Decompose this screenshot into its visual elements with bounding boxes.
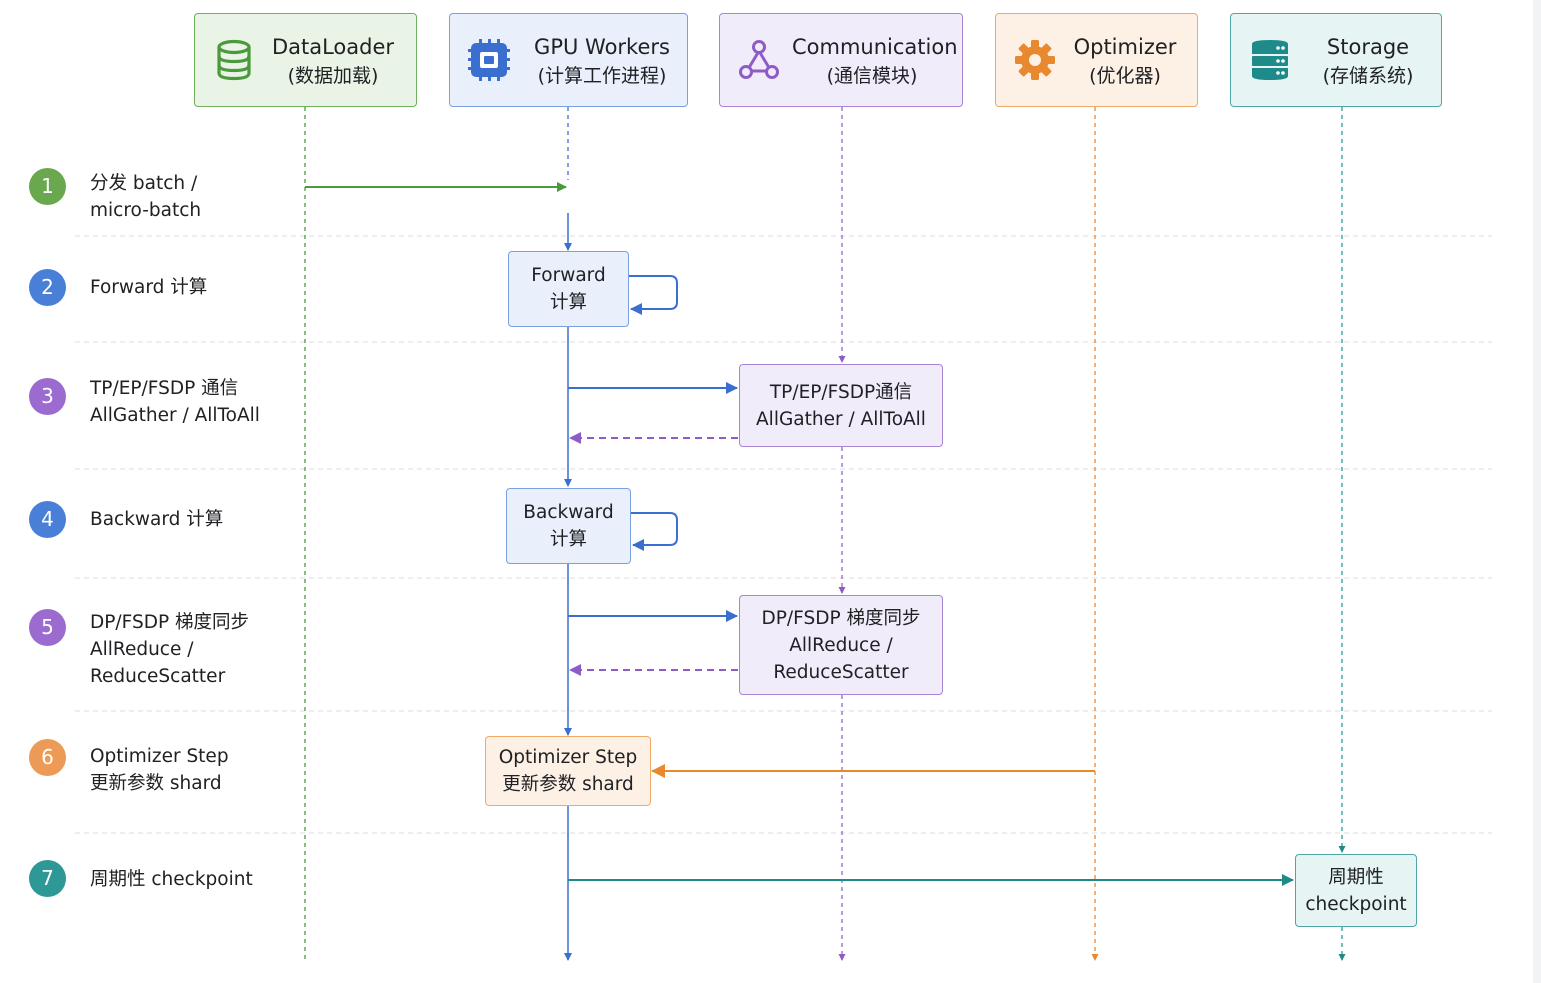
actor-subtitle: (数据加载) [287, 65, 379, 87]
gpu-chip-icon [468, 39, 510, 81]
actor-name: DataLoader [271, 35, 395, 59]
step-number-1: 1 [29, 168, 66, 205]
box-line: AllGather / AllToAll [756, 408, 926, 430]
step-number-7: 7 [29, 860, 66, 897]
step-label-line: Forward 计算 [90, 277, 208, 298]
box-line: ReduceScatter [773, 661, 909, 683]
actor-name: GPU Workers [534, 35, 670, 59]
box-line: 周期性 [1328, 866, 1384, 888]
actor-storage: Storage (存储系统) [1230, 13, 1442, 107]
step-label-line: Optimizer Step [90, 746, 229, 767]
step-number-2: 2 [29, 269, 66, 306]
step-number-3: 3 [29, 378, 66, 415]
step-label-4: Backward 计算 [90, 506, 223, 533]
box-line: 更新参数 shard [502, 774, 634, 795]
actor-communication: Communication (通信模块) [719, 13, 963, 107]
comm-dp-box: DP/FSDP 梯度同步 AllReduce / ReduceScatter [739, 595, 943, 695]
step-label-1: 分发 batch / micro-batch [90, 170, 201, 224]
actor-subtitle: (通信模块) [826, 65, 918, 87]
page-edge-strip [1533, 0, 1541, 983]
box-line: Optimizer Step [498, 747, 638, 768]
step-label-line: 分发 batch / [90, 173, 198, 194]
arrow-backward-self-loop [631, 512, 678, 551]
actor-name: Storage [1326, 35, 1410, 59]
backward-compute-box: Backward 计算 [506, 488, 631, 564]
box-line: Backward [523, 502, 614, 523]
box-line: Forward [531, 265, 606, 286]
comm-tp-box: TP/EP/FSDP通信 AllGather / AllToAll [739, 364, 943, 447]
step-label-5: DP/FSDP 梯度同步 AllReduce / ReduceScatter [90, 609, 249, 690]
step-label-7: 周期性 checkpoint [90, 866, 253, 893]
step-label-3: TP/EP/FSDP 通信 AllGather / AllToAll [90, 375, 260, 429]
database-icon [217, 39, 251, 81]
network-nodes-icon [739, 40, 779, 79]
arrow-forward-self-loop [629, 275, 678, 315]
actor-subtitle: (优化器) [1089, 65, 1161, 87]
step-label-line: DP/FSDP 梯度同步 [90, 612, 249, 633]
step-label-line: TP/EP/FSDP 通信 [90, 378, 239, 399]
step-label-line: Backward 计算 [90, 509, 224, 530]
actor-optimizer: Optimizer (优化器) [995, 13, 1198, 107]
box-line: DP/FSDP 梯度同步 [761, 607, 921, 629]
actor-name: Communication [792, 35, 958, 59]
actor-subtitle: (存储系统) [1322, 65, 1414, 87]
row-dividers [75, 235, 1492, 834]
actor-name: Optimizer [1073, 35, 1177, 59]
step-label-line: AllGather / AllToAll [90, 405, 260, 426]
storage-server-icon [1252, 40, 1288, 80]
step-label-line: AllReduce / [90, 639, 194, 660]
box-line: 计算 [549, 292, 587, 313]
step-label-6: Optimizer Step 更新参数 shard [90, 743, 229, 797]
optimizer-step-box: Optimizer Step 更新参数 shard [485, 736, 651, 806]
box-line: checkpoint [1305, 893, 1407, 915]
box-line: AllReduce / [789, 634, 893, 656]
box-line: 计算 [549, 529, 587, 550]
actor-subtitle: (计算工作进程) [537, 65, 667, 87]
step-label-line: micro-batch [90, 200, 202, 221]
gear-icon [1015, 40, 1055, 80]
step-number-6: 6 [29, 739, 66, 776]
step-number-4: 4 [29, 501, 66, 538]
step-label-line: 周期性 checkpoint [90, 869, 253, 890]
step-label-2: Forward 计算 [90, 274, 207, 301]
box-line: TP/EP/FSDP通信 [769, 381, 913, 403]
actor-dataloader: DataLoader (数据加载) [194, 13, 417, 107]
step-label-line: ReduceScatter [90, 666, 226, 687]
actor-gpu-workers: GPU Workers (计算工作进程) [449, 13, 688, 107]
checkpoint-box: 周期性 checkpoint [1295, 854, 1417, 927]
step-number-5: 5 [29, 609, 66, 646]
forward-compute-box: Forward 计算 [508, 251, 629, 327]
step-label-line: 更新参数 shard [90, 773, 222, 794]
